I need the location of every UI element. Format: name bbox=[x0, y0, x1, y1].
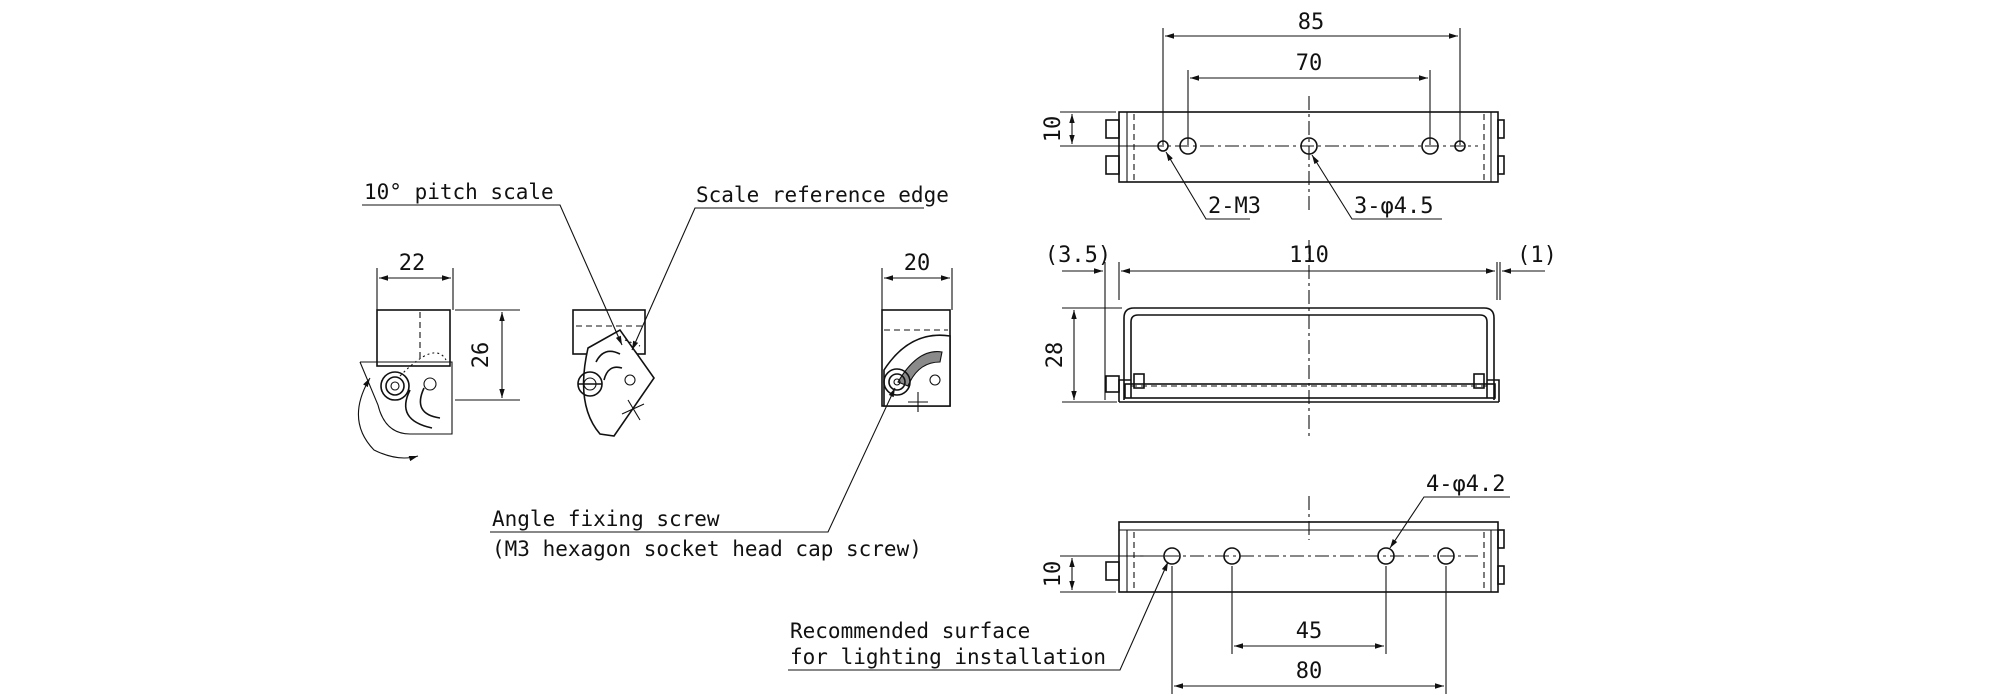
dim-bottom-edge: 10 bbox=[1041, 561, 1066, 588]
label-angle-screw-1: Angle fixing screw bbox=[492, 507, 720, 531]
dim-bottom-inner: 45 bbox=[1296, 619, 1323, 644]
end-view: 20 bbox=[881, 251, 953, 412]
leaders-upper: 10° pitch scale Scale reference edge bbox=[362, 180, 949, 351]
side-view-rotated bbox=[572, 309, 655, 437]
front-view: (3.5) 110 (1) 28 bbox=[1043, 240, 1557, 436]
dim-side-height: 26 bbox=[469, 342, 494, 369]
label-pitch-scale: 10° pitch scale bbox=[364, 180, 554, 204]
label-recommended-2: for lighting installation bbox=[790, 645, 1106, 669]
side-view-left: 22 26 bbox=[357, 251, 520, 462]
dim-front-offset-left: (3.5) bbox=[1045, 243, 1111, 268]
dim-side-width: 22 bbox=[399, 251, 426, 276]
dim-bottom-overall: 80 bbox=[1296, 659, 1323, 684]
dim-top-overall: 85 bbox=[1298, 10, 1325, 35]
top-view: 85 70 10 2-M3 3-φ4.5 bbox=[1041, 10, 1505, 220]
bottom-view: 10 45 80 4-φ4.2 Recommended surface for … bbox=[788, 472, 1510, 694]
label-holes-45: 3-φ4.5 bbox=[1354, 194, 1433, 219]
label-angle-screw-2: (M3 hexagon socket head cap screw) bbox=[492, 537, 922, 561]
label-holes-42: 4-φ4.2 bbox=[1426, 472, 1505, 497]
leader-angle-screw: Angle fixing screw (M3 hexagon socket he… bbox=[490, 387, 922, 561]
label-scale-edge: Scale reference edge bbox=[696, 183, 949, 207]
label-holes-m3: 2-M3 bbox=[1208, 194, 1261, 219]
label-recommended-1: Recommended surface bbox=[790, 619, 1030, 643]
dim-end-width: 20 bbox=[904, 251, 931, 276]
dim-front-offset-right: (1) bbox=[1517, 243, 1557, 268]
dim-top-inner: 70 bbox=[1296, 51, 1323, 76]
dim-front-height: 28 bbox=[1043, 342, 1068, 369]
dim-top-edge: 10 bbox=[1041, 116, 1066, 143]
